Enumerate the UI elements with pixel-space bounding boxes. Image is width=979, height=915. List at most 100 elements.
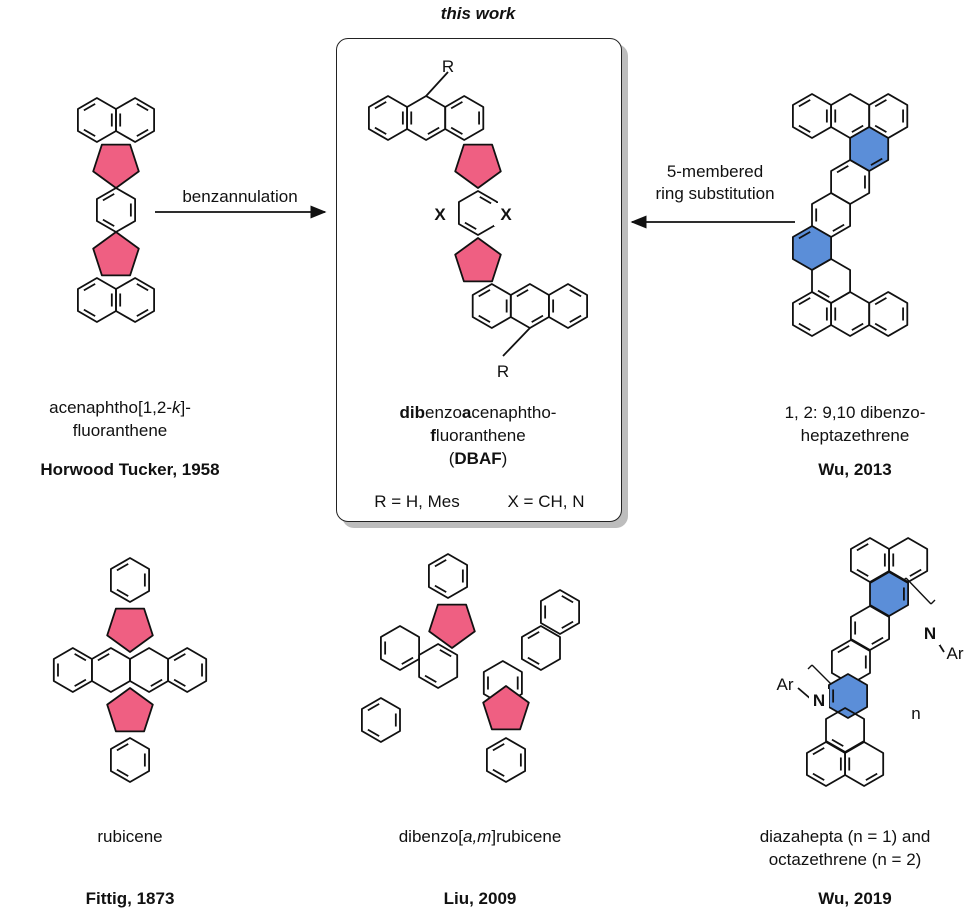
rubicene-benzene-ring-double-bond	[116, 743, 129, 752]
tl-pentagon-ring	[92, 231, 140, 277]
tl-benzene-ring	[77, 97, 117, 143]
dbaf-central-ring	[457, 190, 499, 236]
dbr-benzene-ring-double-bond	[492, 743, 505, 752]
rubicene-benzene-ring-double-bond	[116, 588, 129, 597]
aryl-bottom: Ar	[776, 675, 794, 694]
dbr-benzene-ring	[427, 553, 469, 599]
tr-benzene-ring-double-bond	[874, 322, 887, 331]
rubicene-benzene-ring-double-bond	[116, 563, 129, 572]
rubicene-benzene-ring-double-bond	[116, 768, 129, 777]
dbr-benzene-ring-double-bond	[367, 728, 380, 737]
dbaf-benzene-ring-double-bond	[450, 126, 463, 135]
dbr-central-ring	[418, 643, 459, 689]
dbr-benzene-ring-double-bond	[434, 559, 447, 568]
tl-benzene-ring-double-bond	[83, 308, 96, 317]
aza-benzene-ring	[844, 741, 885, 787]
dbr-benzene-ring	[379, 625, 421, 671]
bottom-left-name: rubicene	[97, 827, 163, 846]
top-right-name: 1, 2: 9,10 dibenzo- heptazethrene	[784, 403, 926, 445]
dbr-benzene-ring	[521, 625, 561, 671]
rubicene-pentagon-ring	[106, 687, 154, 733]
center-conditions-x: X = CH, N	[507, 492, 585, 511]
dbaf-benzene-ring-double-bond	[478, 314, 491, 323]
dbaf-benzene-ring	[548, 283, 588, 329]
dbr-pentagon-ring	[482, 685, 530, 731]
tr-blue-hexagon	[792, 225, 832, 271]
rubicene-benzene-ring-double-bond	[150, 678, 163, 687]
tl-pentagon-ring	[92, 143, 140, 189]
benzannulation-label: benzannulation	[182, 187, 298, 206]
substituent-r-top: R	[441, 57, 455, 76]
dbr-central-ring-double-bond	[439, 649, 452, 658]
tl-benzene-ring	[115, 277, 156, 323]
dbaf-benzene-ring	[367, 95, 409, 141]
rubicene-benzene-ring-double-bond	[173, 678, 186, 687]
tr-benzene-ring-double-bond	[798, 99, 811, 108]
tr-benzene-ring-double-bond	[874, 124, 887, 133]
dbr-benzene-ring-double-bond	[492, 768, 505, 777]
dbr-pentagon-ring	[428, 603, 476, 649]
dbaf-benzene-ring	[471, 283, 512, 329]
dbr-benzene-ring-double-bond	[561, 595, 574, 604]
center-conditions-r: R = H, Mes	[374, 492, 460, 511]
dbaf-benzene-ring	[406, 95, 447, 141]
tr-benzene-ring	[811, 258, 851, 304]
aza-benzene-ring-double-bond	[812, 772, 825, 781]
tl-benzene-ring-double-bond	[136, 128, 149, 137]
tr-blue-hexagon-double-bond	[798, 231, 811, 240]
dbaf-central-ring-double-bond	[464, 221, 477, 230]
tl-benzene-ring	[115, 97, 156, 143]
tr-blue-hexagon-double-bond	[870, 157, 883, 166]
heteroatom-x-right: X	[494, 203, 518, 226]
dbr-benzene-ring-double-bond	[367, 703, 380, 712]
rubicene-benzene-ring	[91, 647, 131, 693]
center-name: dibenzoacenaphtho- fluoranthene (DBAF)	[399, 403, 557, 468]
aza-benzene-ring-double-bond	[831, 738, 844, 747]
rubicene-benzene-ring	[110, 737, 151, 783]
tr-benzene-ring-double-bond	[798, 297, 811, 306]
aza-benzene-ring-double-bond	[856, 543, 869, 552]
top-left-credit: Horwood Tucker, 1958	[40, 460, 220, 479]
dbr-benzene-ring-double-bond	[561, 620, 574, 629]
dbaf-r-bond	[502, 327, 531, 357]
dbr-benzene-ring-double-bond	[434, 584, 447, 593]
dbaf-benzene-ring-double-bond	[516, 289, 529, 298]
rubicene-benzene-ring	[129, 647, 170, 693]
dbaf-benzene-ring-double-bond	[569, 289, 582, 298]
tr-benzene-ring-double-bond	[817, 289, 830, 298]
rubicene-benzene-ring	[52, 647, 93, 693]
tl-central-benzene	[96, 187, 137, 233]
dbaf-benzene-ring	[444, 95, 485, 141]
tl-central-benzene-double-bond	[102, 193, 115, 202]
rubicene-benzene-ring	[167, 647, 208, 693]
dbaf-benzene-ring-double-bond	[427, 126, 440, 135]
rubicene-benzene-ring-double-bond	[74, 678, 87, 687]
tr-benzene-ring-double-bond	[851, 124, 864, 133]
aryl-top: Ar	[946, 644, 964, 663]
rubicene-pentagon-ring	[106, 607, 154, 653]
aza-benzene-ring	[825, 707, 865, 753]
tr-linker-ring-double-bond	[836, 165, 849, 174]
aza-benzene-ring-double-bond	[909, 568, 922, 577]
aza-blue-hexagon	[828, 673, 868, 719]
dbr-benzene-ring	[360, 697, 401, 743]
tl-central-benzene-double-bond	[102, 218, 115, 227]
bottom-right-name: diazahepta (n = 1) and octazethrene (n =…	[759, 827, 931, 869]
tr-benzene-ring	[792, 93, 832, 139]
dbaf-pentagon-ring	[454, 237, 502, 283]
tr-linker-ring-double-bond	[832, 223, 845, 232]
bottom-left-credit: Fittig, 1873	[85, 889, 175, 908]
aza-linker-ring-double-bond	[837, 645, 850, 654]
tl-benzene-ring-double-bond	[136, 283, 149, 292]
tr-benzene-ring-double-bond	[874, 99, 887, 108]
tl-benzene-ring-double-bond	[83, 128, 96, 137]
nitrogen-bottom: N	[809, 689, 829, 712]
nitrogen-top: N	[920, 622, 940, 645]
substituent-r-bottom: R	[496, 362, 510, 381]
tr-benzene-ring	[830, 291, 871, 337]
dbaf-central-ring-double-bond	[479, 196, 492, 205]
tl-benzene-ring-double-bond	[83, 103, 96, 112]
aza-linker-ring-double-bond	[871, 636, 884, 645]
dbr-benzene-ring	[485, 737, 526, 783]
